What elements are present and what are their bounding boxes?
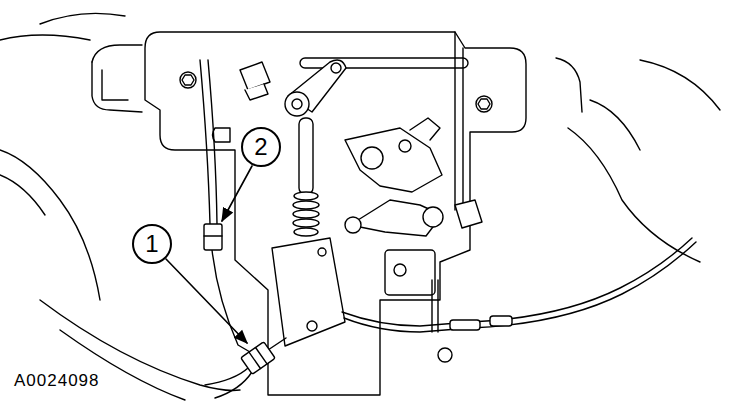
actuator-motor (307, 321, 317, 331)
connector (241, 342, 275, 374)
door-panel (92, 62, 142, 112)
latch-mechanism (455, 200, 482, 228)
latch-lever (288, 60, 346, 112)
connector (204, 235, 222, 236)
latch-clip (240, 62, 270, 90)
latch-plate (145, 32, 526, 395)
door-panel (568, 128, 700, 262)
latch-cable (342, 238, 692, 326)
connector (204, 224, 275, 374)
latch-lever (285, 92, 309, 116)
door-panel (0, 13, 720, 400)
latch-mechanism (345, 217, 361, 233)
actuator-rod (294, 192, 318, 200)
latch-lever (331, 63, 341, 73)
latch-mechanism (399, 140, 411, 152)
latch-cable (344, 242, 696, 332)
actuator-rod (293, 201, 319, 209)
leader-line (222, 166, 252, 221)
door-panel (0, 150, 100, 300)
door-panel (0, 35, 90, 40)
callout-number: 1 (145, 232, 158, 256)
callout-number: 2 (254, 135, 267, 159)
door-panel (640, 60, 720, 110)
latch-lever (292, 99, 302, 109)
wiring (200, 60, 286, 398)
latch-plate (476, 96, 492, 112)
latch-plate (455, 32, 463, 210)
latch-lever (285, 60, 346, 116)
callout-circle: 2 (241, 127, 281, 167)
latch-mechanism (361, 147, 383, 169)
latch-mechanism (394, 264, 406, 276)
latch-plate (438, 348, 452, 362)
latch-mechanism (410, 118, 440, 140)
callout-circle: 1 (132, 224, 172, 264)
connector (204, 224, 222, 250)
latch-cable (490, 316, 512, 326)
door-panel (0, 175, 45, 215)
connector (249, 348, 267, 369)
latch-plate (478, 99, 490, 109)
actuator-rod (293, 210, 319, 218)
actuator-rod (299, 118, 313, 194)
latch-mechanism (345, 118, 482, 332)
latch-mechanism (385, 250, 435, 295)
actuator-motor (272, 238, 345, 346)
actuator-motor (318, 248, 326, 256)
door-panel (102, 70, 128, 100)
leader-line (166, 259, 247, 343)
latch-clip (240, 62, 270, 100)
wiring (215, 372, 252, 398)
actuator-rod (293, 118, 319, 236)
actuator-rod (293, 219, 319, 227)
actuator-rod (294, 228, 318, 236)
latch-cable (450, 320, 480, 330)
latch-plate (180, 72, 196, 88)
door-panel (556, 58, 582, 112)
latch-cable (342, 238, 696, 332)
latch-clip (245, 84, 268, 100)
wiring (200, 60, 210, 224)
door-latch-illustration (0, 13, 720, 400)
wiring (205, 368, 248, 385)
latch-plate (213, 128, 231, 142)
latch-plate (182, 75, 194, 85)
latch-mechanism (423, 207, 443, 227)
door-panel (92, 45, 142, 62)
latch-mechanism (350, 200, 442, 236)
wiring (208, 60, 217, 224)
leader-line (166, 166, 252, 343)
door-panel (40, 13, 125, 24)
wiring (268, 338, 286, 350)
wiring (212, 250, 250, 352)
figure-number: A0024098 (14, 372, 100, 391)
connector (241, 342, 275, 374)
actuator-motor (272, 238, 345, 346)
door-panel (590, 100, 640, 150)
latch-plate (145, 32, 526, 395)
